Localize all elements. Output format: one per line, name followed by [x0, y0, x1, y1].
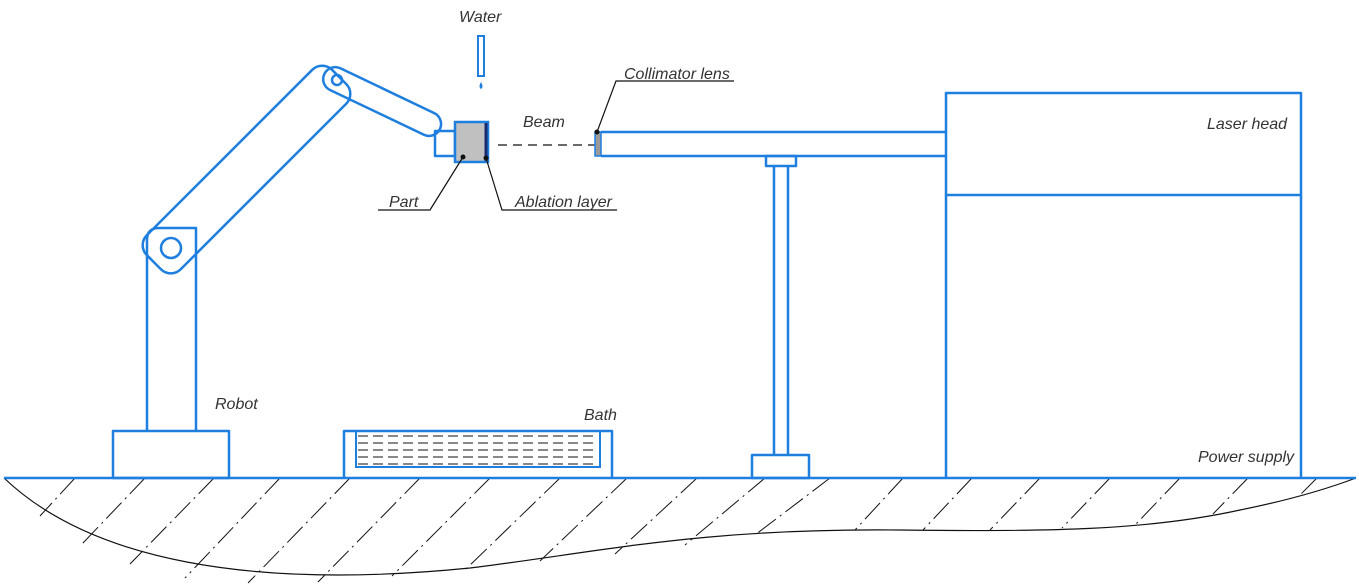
- water-droplet: [479, 82, 483, 89]
- ablation-leader: [485, 157, 617, 211]
- robot-wrist: [433, 129, 457, 158]
- robot-elbow-joint: [330, 73, 344, 87]
- collimator-leader-dot: [594, 129, 600, 135]
- label-water: Water: [459, 9, 502, 26]
- part-leader: [378, 156, 464, 211]
- label-power-supply: Power supply: [1198, 449, 1295, 466]
- bath: [342, 429, 614, 478]
- robot-upper-arm: [321, 65, 443, 138]
- collimator-lens: [594, 131, 602, 157]
- bath-outer: [342, 429, 614, 478]
- ground: [3, 476, 1357, 584]
- label-ablation-layer: Ablation layer: [514, 194, 613, 211]
- robot-lower-arm: [141, 64, 352, 275]
- beam-delivery: [594, 130, 946, 480]
- ground-hatching: [39, 477, 1318, 584]
- robot: [111, 64, 457, 480]
- power-supply-box: [944, 195, 1303, 478]
- ablation-leader-dot: [483, 155, 489, 161]
- laser-head-box: [944, 91, 1303, 197]
- bath-inner: [355, 430, 601, 468]
- collimator-leader: [596, 80, 734, 133]
- label-part: Part: [389, 194, 419, 211]
- stand-base: [750, 453, 811, 480]
- ground-outline: [3, 477, 1357, 576]
- label-laser-head: Laser head: [1207, 116, 1288, 133]
- robot-base-joint: [159, 236, 183, 260]
- laser-unit: [944, 91, 1303, 478]
- part-body: [453, 120, 490, 164]
- robot-base: [111, 429, 231, 480]
- beam-tube: [601, 130, 946, 158]
- water-pipe: [477, 35, 485, 77]
- stand-cap: [764, 154, 798, 168]
- water-nozzle: [477, 35, 485, 89]
- label-beam: Beam: [523, 114, 565, 131]
- leader-lines: [378, 80, 734, 211]
- label-collimator-lens: Collimator lens: [624, 66, 730, 83]
- part: [453, 120, 490, 164]
- label-bath: Bath: [584, 407, 617, 424]
- bath-liquid: [358, 435, 598, 465]
- label-robot: Robot: [215, 396, 258, 413]
- stand-pillar: [772, 166, 790, 455]
- part-leader-dot: [460, 154, 466, 160]
